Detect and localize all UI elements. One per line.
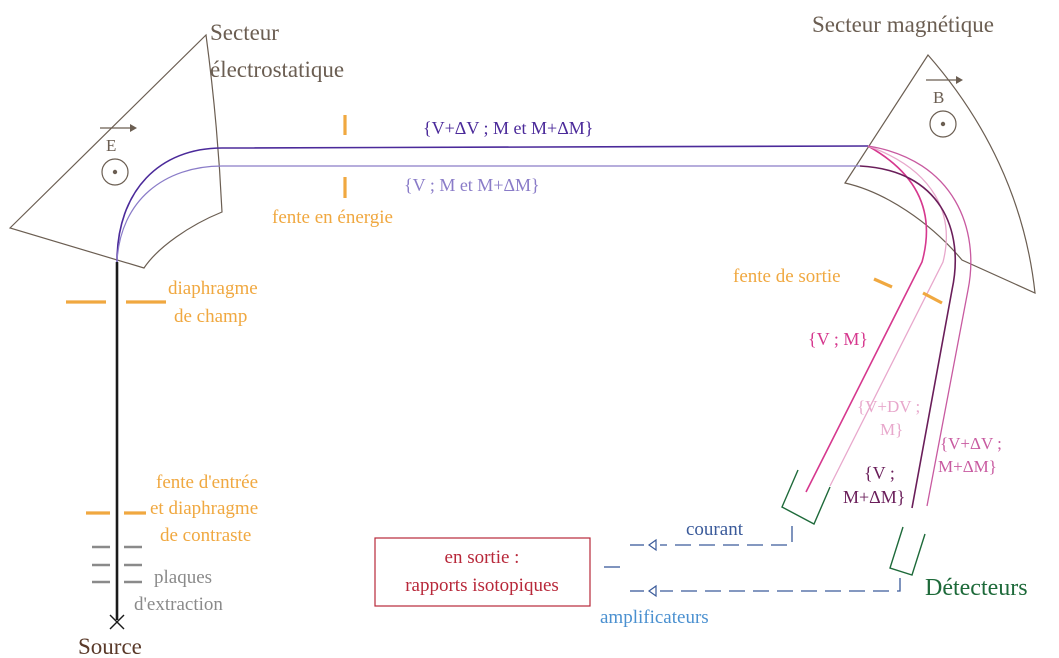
energy-slit-label: fente en énergie [272,207,393,228]
magnetic-sector-title: Secteur magnétique [812,12,994,37]
extraction-plates-label-line1: plaques [154,567,212,588]
extraction-plates-label-line2: d'extraction [134,594,223,615]
field-e-label: E [106,136,116,155]
beam-v-mdm-label-line2: M+ΔM} [843,487,905,507]
exit-slit-left [873,277,893,289]
source-cross-icon [109,614,125,630]
beam-v-mdm-label-line1: {V ; [864,463,895,483]
output-label-line1: en sortie : [445,547,520,568]
entrance-slit-label-line1: fente d'entrée [156,472,258,493]
current-label: courant [686,519,744,540]
detector-1 [781,469,831,525]
beam-vdv-m-label-line1: {V+DV ; [857,397,920,416]
amplifier-icon-2 [647,584,657,598]
electrostatic-sector [8,33,223,269]
detector-2 [889,526,926,576]
beam-vdv-mdm-label-line1: {V+ΔV ; [940,434,1002,453]
output-box [374,537,591,607]
signal-lines [604,526,901,592]
amplifiers-label: amplificateurs [600,607,709,628]
field-b-label: B [933,88,944,107]
entrance-slit-label-line3: de contraste [160,525,251,546]
detectors-label: Détecteurs [925,575,1028,601]
magnetic-sector [844,54,1036,294]
entrance-slit-label-line2: et diaphragme [150,498,258,519]
beam-lower-electrostatic [116,165,860,263]
extraction-plates [92,545,142,584]
field-e-icon [100,124,137,186]
beam-v-mdm [859,165,956,509]
beam-v-m [805,145,928,493]
slits [66,115,943,515]
beam-vdv-mdm-label-line2: M+ΔM} [938,457,997,476]
output-label-line2: rapports isotopiques [405,575,559,596]
electrostatic-sector-title-line1: Secteur [210,20,279,45]
field-b-icon [926,76,963,138]
exit-slit-label: fente de sortie [733,266,841,287]
electrostatic-sector-title-line2: électrostatique [210,57,344,82]
exit-slit-right [922,291,943,305]
beam-lower-label: {V ; M et M+ΔM} [404,175,540,195]
amplifier-icon-1 [647,538,657,552]
field-diaphragm-label-line2: de champ [174,306,247,327]
beam-upper-electrostatic [116,145,869,263]
beam-v-m-label: {V ; M} [808,329,868,349]
source-label: Source [78,634,142,658]
beam-vdv-m-label-line2: M} [880,420,903,439]
beam-vdv-mdm [867,145,972,507]
field-diaphragm-label-line1: diaphragme [168,278,258,299]
beam-upper-label: {V+ΔV ; M et M+ΔM} [423,118,593,138]
beam-vdv-m [829,145,947,487]
